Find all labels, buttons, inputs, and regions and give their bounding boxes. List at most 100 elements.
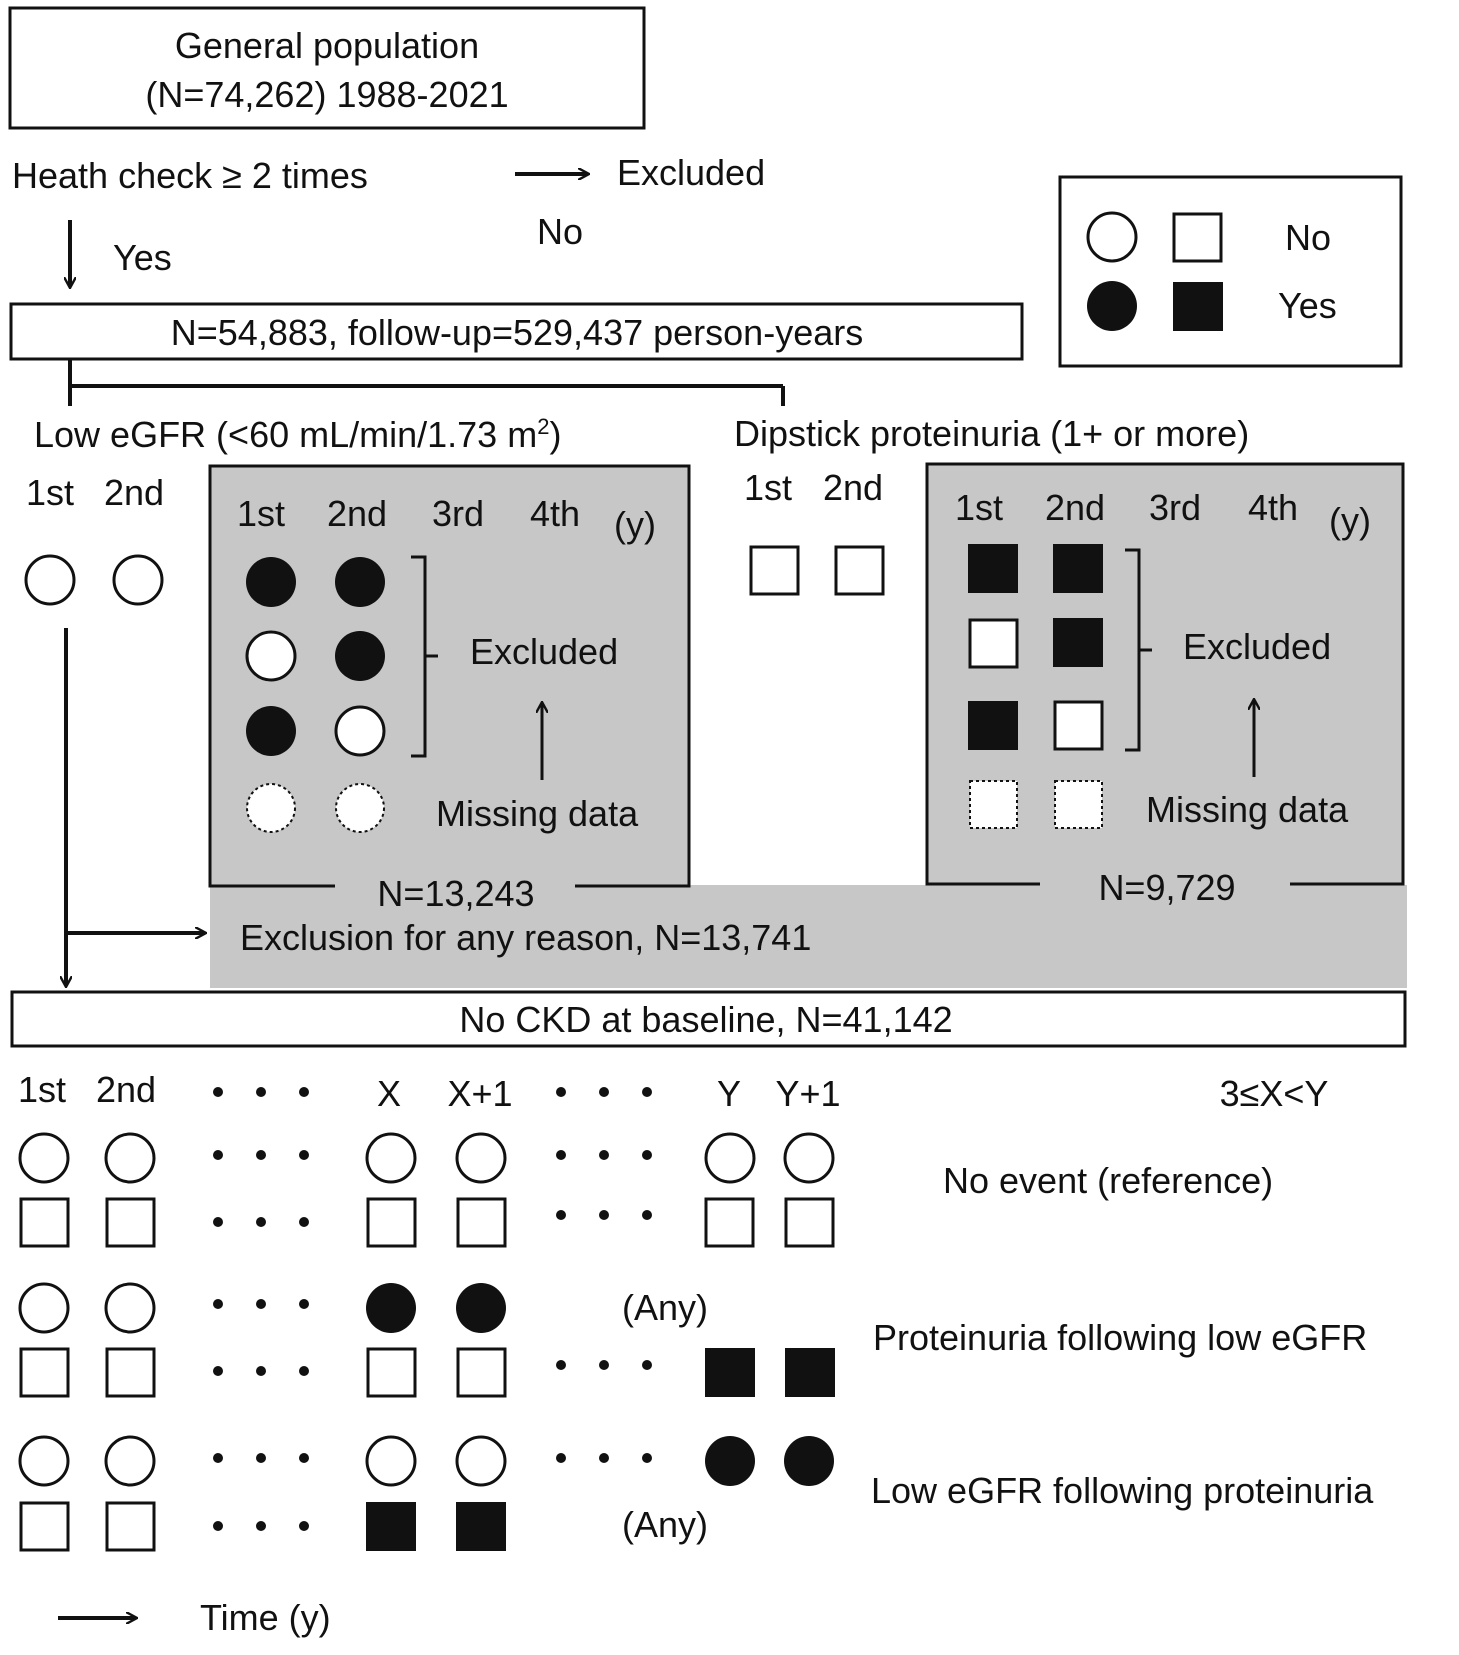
ref-egfr-x (365, 1132, 417, 1184)
egfr-col-1st: 1st (26, 472, 74, 513)
egfr-panel-header-4th: 4th (530, 493, 580, 534)
protein-excl-r1-b (1053, 544, 1103, 593)
baseline-box (10, 990, 1407, 1048)
egfr-n-label: N=13,243 (377, 873, 534, 914)
protein-excluded-bracket (1125, 548, 1152, 752)
pfl-protein-y (705, 1348, 755, 1397)
lfp-protein-x (366, 1502, 416, 1551)
pfl-protein-1st (19, 1347, 70, 1398)
ref-protein-y (704, 1197, 755, 1248)
screen-no-label: No (537, 211, 583, 252)
egfr-panel-header-3rd: 3rd (432, 493, 484, 534)
egfr-title: Low eGFR (<60 mL/min/1.73 m2) (34, 414, 561, 455)
egfr-missing-a (246, 783, 296, 833)
protein-excl-r2-b (1053, 618, 1103, 667)
timeline-header-y1: Y+1 (775, 1073, 840, 1114)
protein-no-1st (749, 545, 800, 596)
egfr-excluded-label: Excluded (470, 631, 618, 672)
pfl-egfr-x (366, 1283, 416, 1333)
general-population-box (8, 6, 646, 130)
protein-panel-header-1st: 1st (955, 487, 1003, 528)
egfr-excl-r1-b (335, 557, 385, 607)
ref-egfr-2nd (104, 1132, 156, 1184)
timeline-header-y: Y (717, 1073, 741, 1114)
timeline-header-x1: X+1 (447, 1073, 512, 1114)
legend-yes-label: Yes (1278, 285, 1337, 326)
outcome-low-egfr-following-proteinuria: Low eGFR following proteinuria (871, 1470, 1374, 1511)
health-check-question: Heath check ≥ 2 times (12, 155, 368, 196)
egfr-no-2nd (112, 554, 164, 606)
lfp-egfr-x1 (455, 1435, 507, 1487)
cohort-box (9, 302, 1024, 361)
ref-protein-1st (19, 1197, 70, 1248)
lfp-egfr-1st (18, 1435, 70, 1487)
protein-col-1st: 1st (744, 467, 792, 508)
pfl-protein-2nd (105, 1347, 156, 1398)
egfr-missing-b (335, 783, 385, 833)
protein-excl-r3-a (968, 701, 1018, 750)
lfp-protein-1st (19, 1501, 70, 1552)
egfr-no-1st (24, 554, 76, 606)
egfr-excl-r2-a (245, 630, 297, 682)
timeline-header-2nd: 2nd (96, 1069, 156, 1110)
protein-excl-r2-a (968, 618, 1019, 669)
lfp-egfr-2nd (104, 1435, 156, 1487)
ellipsis-dots (213, 1087, 652, 1531)
exclusion-band (210, 885, 1407, 988)
egfr-panel-header-1st: 1st (237, 493, 285, 534)
ref-egfr-y (704, 1132, 756, 1184)
legend-yes-square (1173, 282, 1223, 331)
lfp-egfr-y (705, 1436, 755, 1486)
ref-egfr-1st (18, 1132, 70, 1184)
protein-n-label-gap (1040, 874, 1290, 890)
protein-panel-header-2nd: 2nd (1045, 487, 1105, 528)
protein-excl-r3-b (1053, 700, 1104, 751)
pfl-egfr-2nd (104, 1282, 156, 1334)
legend-no-circle (1086, 211, 1138, 263)
ref-protein-x (366, 1197, 417, 1248)
ref-egfr-y1 (783, 1132, 835, 1184)
outcome-proteinuria-following-low-egfr: Proteinuria following low eGFR (873, 1317, 1367, 1358)
pfl-protein-x (366, 1347, 417, 1398)
protein-excluded-label: Excluded (1183, 626, 1331, 667)
legend-no-label: No (1285, 217, 1331, 258)
pfl-protein-y1 (785, 1348, 835, 1397)
protein-panel-unit: (y) (1329, 500, 1371, 541)
egfr-excluded-bracket (411, 555, 438, 758)
exclusion-label: Exclusion for any reason, N=13,741 (240, 917, 811, 958)
pfl-egfr-1st (18, 1282, 70, 1334)
lfp-egfr-x (365, 1435, 417, 1487)
baseline-label: No CKD at baseline, N=41,142 (459, 999, 952, 1040)
lfp-egfr-y1 (784, 1436, 834, 1486)
timeline-header-x: X (377, 1073, 401, 1114)
ref-protein-y1 (784, 1197, 835, 1248)
ref-protein-2nd (105, 1197, 156, 1248)
time-label: Time (y) (200, 1597, 331, 1638)
legend-no-square (1172, 212, 1223, 263)
protein-missing-a (969, 780, 1018, 829)
egfr-excl-r2-b (335, 631, 385, 681)
protein-excl-r1-a (968, 544, 1018, 593)
lfp-any-label: (Any) (622, 1504, 708, 1545)
egfr-col-2nd: 2nd (104, 472, 164, 513)
egfr-panel-unit: (y) (614, 504, 656, 545)
legend-box (1058, 175, 1403, 368)
outcome-no-event: No event (reference) (943, 1160, 1273, 1201)
screen-yes-label: Yes (113, 237, 172, 278)
timeline-condition: 3≤X<Y (1220, 1073, 1329, 1114)
cohort-summary: N=54,883, follow-up=529,437 person-years (171, 312, 863, 353)
egfr-excl-r3-b (334, 705, 386, 757)
general-population-count: (N=74,262) 1988-2021 (145, 74, 508, 115)
timeline-header-1st: 1st (18, 1069, 66, 1110)
protein-no-2nd (834, 545, 885, 596)
egfr-excl-r3-a (246, 706, 296, 756)
lfp-protein-2nd (105, 1501, 156, 1552)
protein-missing-b (1054, 780, 1103, 829)
protein-title: Dipstick proteinuria (1+ or more) (734, 413, 1249, 454)
egfr-missing-label: Missing data (436, 793, 639, 834)
protein-missing-label: Missing data (1146, 789, 1349, 830)
egfr-panel-header-2nd: 2nd (327, 493, 387, 534)
lfp-protein-x1 (456, 1502, 506, 1551)
ref-egfr-x1 (455, 1132, 507, 1184)
